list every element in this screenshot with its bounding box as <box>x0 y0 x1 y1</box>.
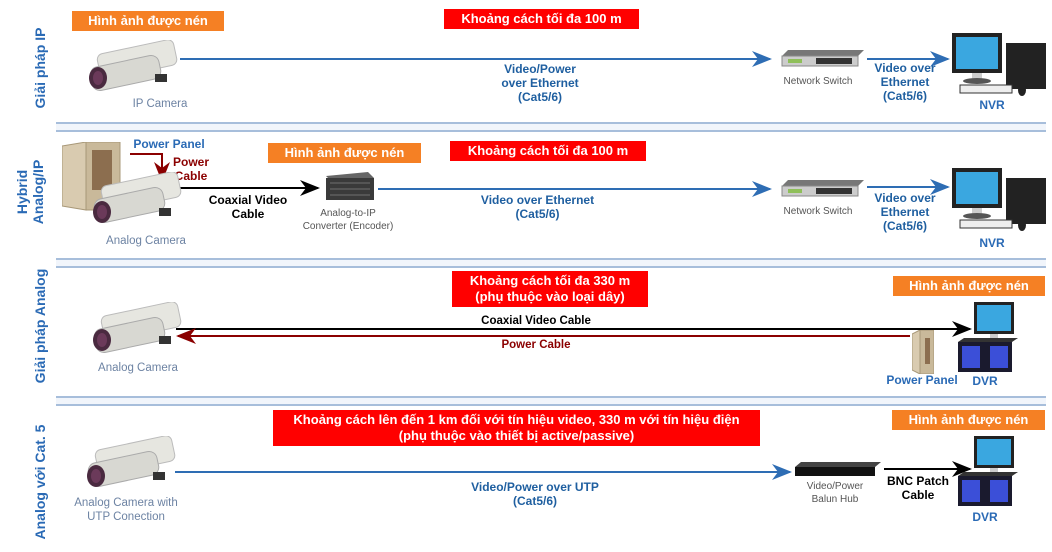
camera-label-line: Analog Camera with <box>74 497 178 509</box>
link-label-line: (Cat5/6) <box>882 89 927 103</box>
distance-badge: Khoảng cách lên đến 1 km đối với tín hiệ… <box>273 410 760 446</box>
link-label-line: over Ethernet <box>501 76 579 90</box>
section-label: Analog với Cat. 5 <box>32 424 48 540</box>
camera-label: Analog Camera <box>98 362 178 374</box>
network-switch-icon <box>781 50 864 67</box>
distance-badge-line: (phụ thuộc vào loại dây) <box>475 289 625 304</box>
section-label: Giải pháp IP <box>32 27 48 109</box>
analog-camera-icon <box>87 436 176 488</box>
distance-badge-line: (phụ thuộc vào thiết bị active/passive) <box>398 428 635 443</box>
hub-label: Video/Power Balun Hub <box>790 480 880 506</box>
recorder-label: NVR <box>979 236 1005 250</box>
encoder-label-line: Converter (Encoder) <box>302 221 394 232</box>
recorder-label: DVR <box>972 374 998 388</box>
power-cable-arrow <box>130 153 170 182</box>
section-separator <box>56 258 1046 268</box>
dvr-icon <box>958 436 1018 506</box>
encoder-label: Analog-to-IP Converter (Encoder) <box>294 207 402 233</box>
distance-badge-line: Khoảng cách lên đến 1 km đối với tín hiệ… <box>293 412 740 427</box>
switch-label: Network Switch <box>783 76 853 87</box>
encoder-icon <box>326 172 374 200</box>
link-label: Video over Ethernet (Cat5/6) <box>865 191 945 233</box>
nvr-computer-icon <box>952 33 1046 96</box>
link-label-line: (Cat5/6) <box>882 219 927 233</box>
coax-label-line: Cable <box>231 207 265 221</box>
link-label-line: Ethernet <box>880 205 930 219</box>
bnc-label-line: Cable <box>901 488 935 502</box>
compressed-image-badge: Hình ảnh được nén <box>892 410 1045 430</box>
balun-hub-icon <box>795 462 881 476</box>
link-label-line: (Cat5/6) <box>515 207 560 221</box>
compressed-image-badge: Hình ảnh được nén <box>72 11 224 31</box>
section-label-line: Analog/IP <box>30 159 46 225</box>
compressed-image-badge: Hình ảnh được nén <box>268 143 421 163</box>
coax-label: Coaxial Video Cable <box>196 193 300 221</box>
link-label-line: Video over <box>874 61 936 75</box>
camera-label: Analog Camera <box>106 235 186 247</box>
link-label: Video/Power over UTP (Cat5/6) <box>460 480 610 508</box>
distance-badge: Khoảng cách tối đa 330 m (phụ thuộc vào … <box>452 271 648 307</box>
encoder-label-line: Analog-to-IP <box>320 208 376 219</box>
section-label: Hybrid Analog/IP <box>14 142 46 242</box>
power-panel-icon <box>912 330 934 374</box>
ip-camera-icon <box>89 40 178 92</box>
link-label-line: Video/Power over UTP <box>471 480 599 494</box>
power-cable-label: Power Cable <box>166 155 216 183</box>
camera-label: Analog Camera with UTP Conection <box>64 496 188 524</box>
recorder-label: NVR <box>979 98 1005 112</box>
link-label-line: Ethernet <box>880 75 930 89</box>
hub-label-line: Video/Power <box>806 481 864 492</box>
link-label: Video over Ethernet (Cat5/6) <box>865 61 945 103</box>
link-label: Video over Ethernet (Cat5/6) <box>470 193 605 221</box>
section-separator <box>56 122 1046 132</box>
coax-label-line: Coaxial Video <box>208 193 288 207</box>
analog-camera-icon <box>93 302 182 354</box>
compressed-image-badge: Hình ảnh được nén <box>893 276 1045 296</box>
bnc-label-line: BNC Patch <box>886 474 949 488</box>
link-label: Video/Power over Ethernet (Cat5/6) <box>470 62 610 104</box>
link-label-line: Video over <box>874 191 936 205</box>
power-panel-label: Power Panel <box>886 373 958 387</box>
camera-label-line: UTP Conection <box>87 511 165 523</box>
link-label-line: Video/Power <box>504 62 576 76</box>
recorder-label: DVR <box>972 510 998 524</box>
coax-label: Coaxial Video Cable <box>481 315 591 327</box>
distance-badge: Khoảng cách tối đa 100 m <box>450 141 646 161</box>
power-cable-label-line: Cable <box>174 169 208 183</box>
distance-badge: Khoảng cách tối đa 100 m <box>444 9 639 29</box>
link-label-line: Video over Ethernet <box>480 193 595 207</box>
nvr-computer-icon <box>952 168 1046 231</box>
power-panel-label: Power Panel <box>133 137 205 151</box>
link-label-line: (Cat5/6) <box>512 494 557 508</box>
power-cable-label-line: Power <box>172 155 209 169</box>
switch-label: Network Switch <box>783 206 853 217</box>
camera-label: IP Camera <box>132 98 188 110</box>
link-label-line: (Cat5/6) <box>517 90 562 104</box>
section-label: Giải pháp Analog <box>32 268 48 384</box>
bnc-label: BNC Patch Cable <box>884 474 952 502</box>
distance-badge-line: Khoảng cách tối đa 330 m <box>469 273 631 288</box>
analog-camera-icon <box>93 172 182 224</box>
section-label-line: Hybrid <box>14 169 30 215</box>
network-switch-icon <box>781 180 864 197</box>
dvr-icon <box>958 302 1018 372</box>
section-separator <box>56 396 1046 406</box>
hub-label-line: Balun Hub <box>811 494 859 505</box>
power-label: Power Cable <box>501 339 571 351</box>
